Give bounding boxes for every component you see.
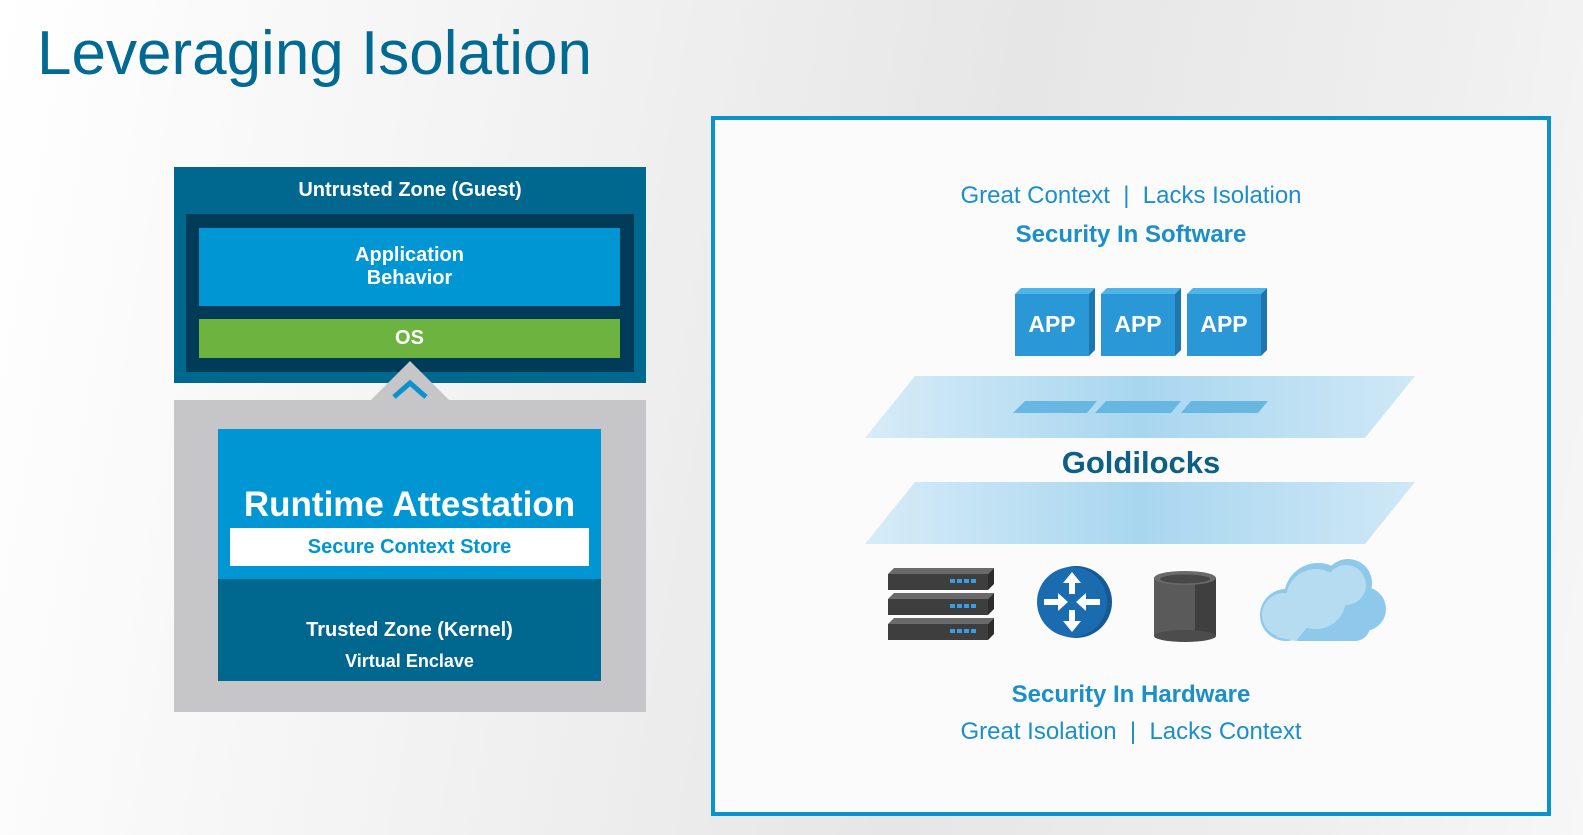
app-cube: APP [1015,280,1095,358]
router-icon [1037,566,1112,638]
os-block: OS [199,319,620,358]
secure-context-store: Secure Context Store [230,528,589,566]
app-cubes: APP APP APP [1015,280,1275,360]
app-cube: APP [1187,280,1267,358]
app-label: APP [1200,310,1248,337]
cloud-icon [1260,559,1386,641]
untrusted-zone-label: Untrusted Zone (Guest) [298,179,522,201]
slide-title: Leveraging Isolation [37,19,592,88]
runtime-attestation-title: Runtime Attestation [243,485,576,524]
runtime-attestation-block: Runtime Attestation Secure Context Store… [218,429,601,681]
cube-icon [1187,288,1267,356]
virtual-enclave-label: Virtual Enclave [345,651,474,671]
hardware-heading: Security In Hardware [1011,681,1251,708]
untrusted-zone: Untrusted Zone (Guest) Application Behav… [174,167,646,383]
software-traits: Great Context | Lacks Isolation [960,182,1302,209]
hardware-layer [865,482,1415,544]
trusted-zone: Trusted Zone (Kernel) Virtual Enclave [218,579,601,681]
goldilocks-label: Goldilocks [1061,445,1221,480]
slot-2 [1095,401,1181,413]
cube-icon [1101,288,1181,356]
trusted-zone-label: Trusted Zone (Kernel) [306,619,513,641]
app-label: APP [1028,310,1076,337]
slot-1 [1013,401,1097,413]
slot-3 [1181,401,1268,413]
guest-container: Application Behavior OS [186,214,634,372]
hardware-traits: Great Isolation | Lacks Context [960,718,1302,745]
goldilocks-layers [865,376,1415,544]
app-cube: APP [1101,280,1181,358]
software-heading: Security In Software [1015,221,1247,248]
database-icon [1154,571,1216,642]
server-stack-icon [888,568,994,640]
application-behavior-block: Application Behavior [199,228,620,306]
goldilocks-panel: Great Context | Lacks Isolation Security… [711,116,1551,816]
app-label: APP [1114,310,1162,337]
cube-icon [1015,288,1095,356]
chevron-up-icon [370,361,450,401]
